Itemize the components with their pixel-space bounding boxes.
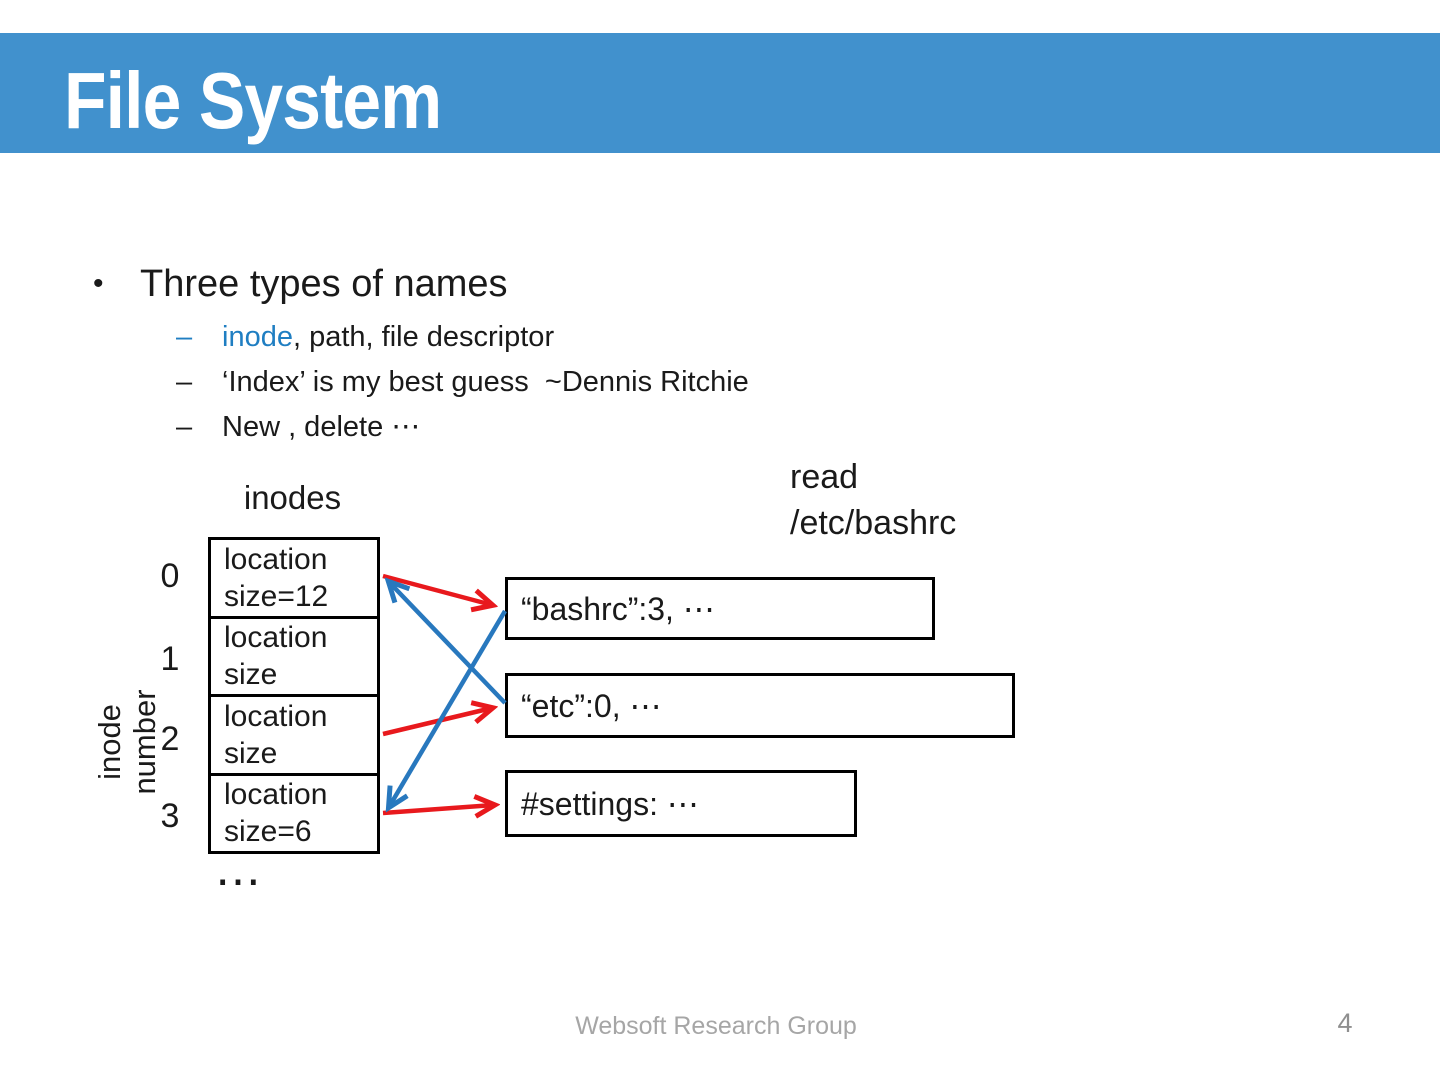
inode-highlight: inode bbox=[222, 321, 293, 353]
block-bashrc-entry: “bashrc”:3, ⋯ bbox=[505, 577, 935, 640]
inode-index-0: 0 bbox=[160, 557, 180, 595]
footer-text: Websoft Research Group bbox=[575, 1012, 857, 1040]
block-file-content: #settings: ⋯ bbox=[505, 770, 857, 837]
sub-bullet-text: New , delete ⋯ bbox=[222, 411, 421, 443]
sub-bullet-text: ‘Index’ is my best guess ~Dennis Ritchie bbox=[222, 366, 749, 398]
page-title: File System bbox=[64, 56, 442, 145]
sub-bullet-index-quote: – ‘Index’ is my best guess ~Dennis Ritch… bbox=[176, 365, 749, 399]
arrow-red-inode3-to-settings-block bbox=[382, 805, 494, 813]
inode-index-2: 2 bbox=[160, 720, 180, 758]
bullet-main-text: Three types of names bbox=[140, 263, 508, 305]
read-path-label: read /etc/bashrc bbox=[790, 458, 957, 542]
block-etc-entry: “etc”:0, ⋯ bbox=[505, 673, 1015, 738]
arrow-red-inode2-to-etc-block bbox=[382, 708, 492, 737]
dash-marker: – bbox=[176, 411, 193, 443]
inode-index-3: 3 bbox=[160, 797, 180, 835]
dash-marker: – bbox=[176, 366, 193, 398]
bullet-marker: • bbox=[93, 267, 104, 300]
inode-table: location size=12 location size location … bbox=[208, 537, 380, 854]
header-band bbox=[0, 33, 1440, 153]
arrow-blue-etc-entry-to-inode0 bbox=[389, 582, 507, 705]
page-number: 4 bbox=[1337, 1008, 1353, 1038]
arrow-red-inode0-to-bashrc-block bbox=[382, 573, 492, 605]
inode-row-3: location size=6 bbox=[224, 778, 328, 849]
inode-row-0: location size=12 bbox=[211, 540, 377, 619]
sub-bullet-new-delete: – New , delete ⋯ bbox=[176, 410, 420, 444]
inode-row-1: location size bbox=[211, 619, 377, 697]
sub-bullet-text: inode, path, file descriptor bbox=[222, 321, 555, 353]
arrow-blue-bashrc-entry-to-inode3 bbox=[389, 609, 507, 807]
table-continuation-ellipsis: ⋯ bbox=[215, 855, 261, 907]
bullet-item-main: • Three types of names bbox=[93, 262, 508, 306]
dash-marker: – bbox=[176, 321, 193, 353]
inode-row-2: location size bbox=[211, 697, 377, 776]
sub-bullet-names: – inode, path, file descriptor bbox=[176, 320, 554, 354]
inodes-label: inodes bbox=[243, 479, 342, 516]
inode-index-1: 1 bbox=[160, 640, 180, 678]
